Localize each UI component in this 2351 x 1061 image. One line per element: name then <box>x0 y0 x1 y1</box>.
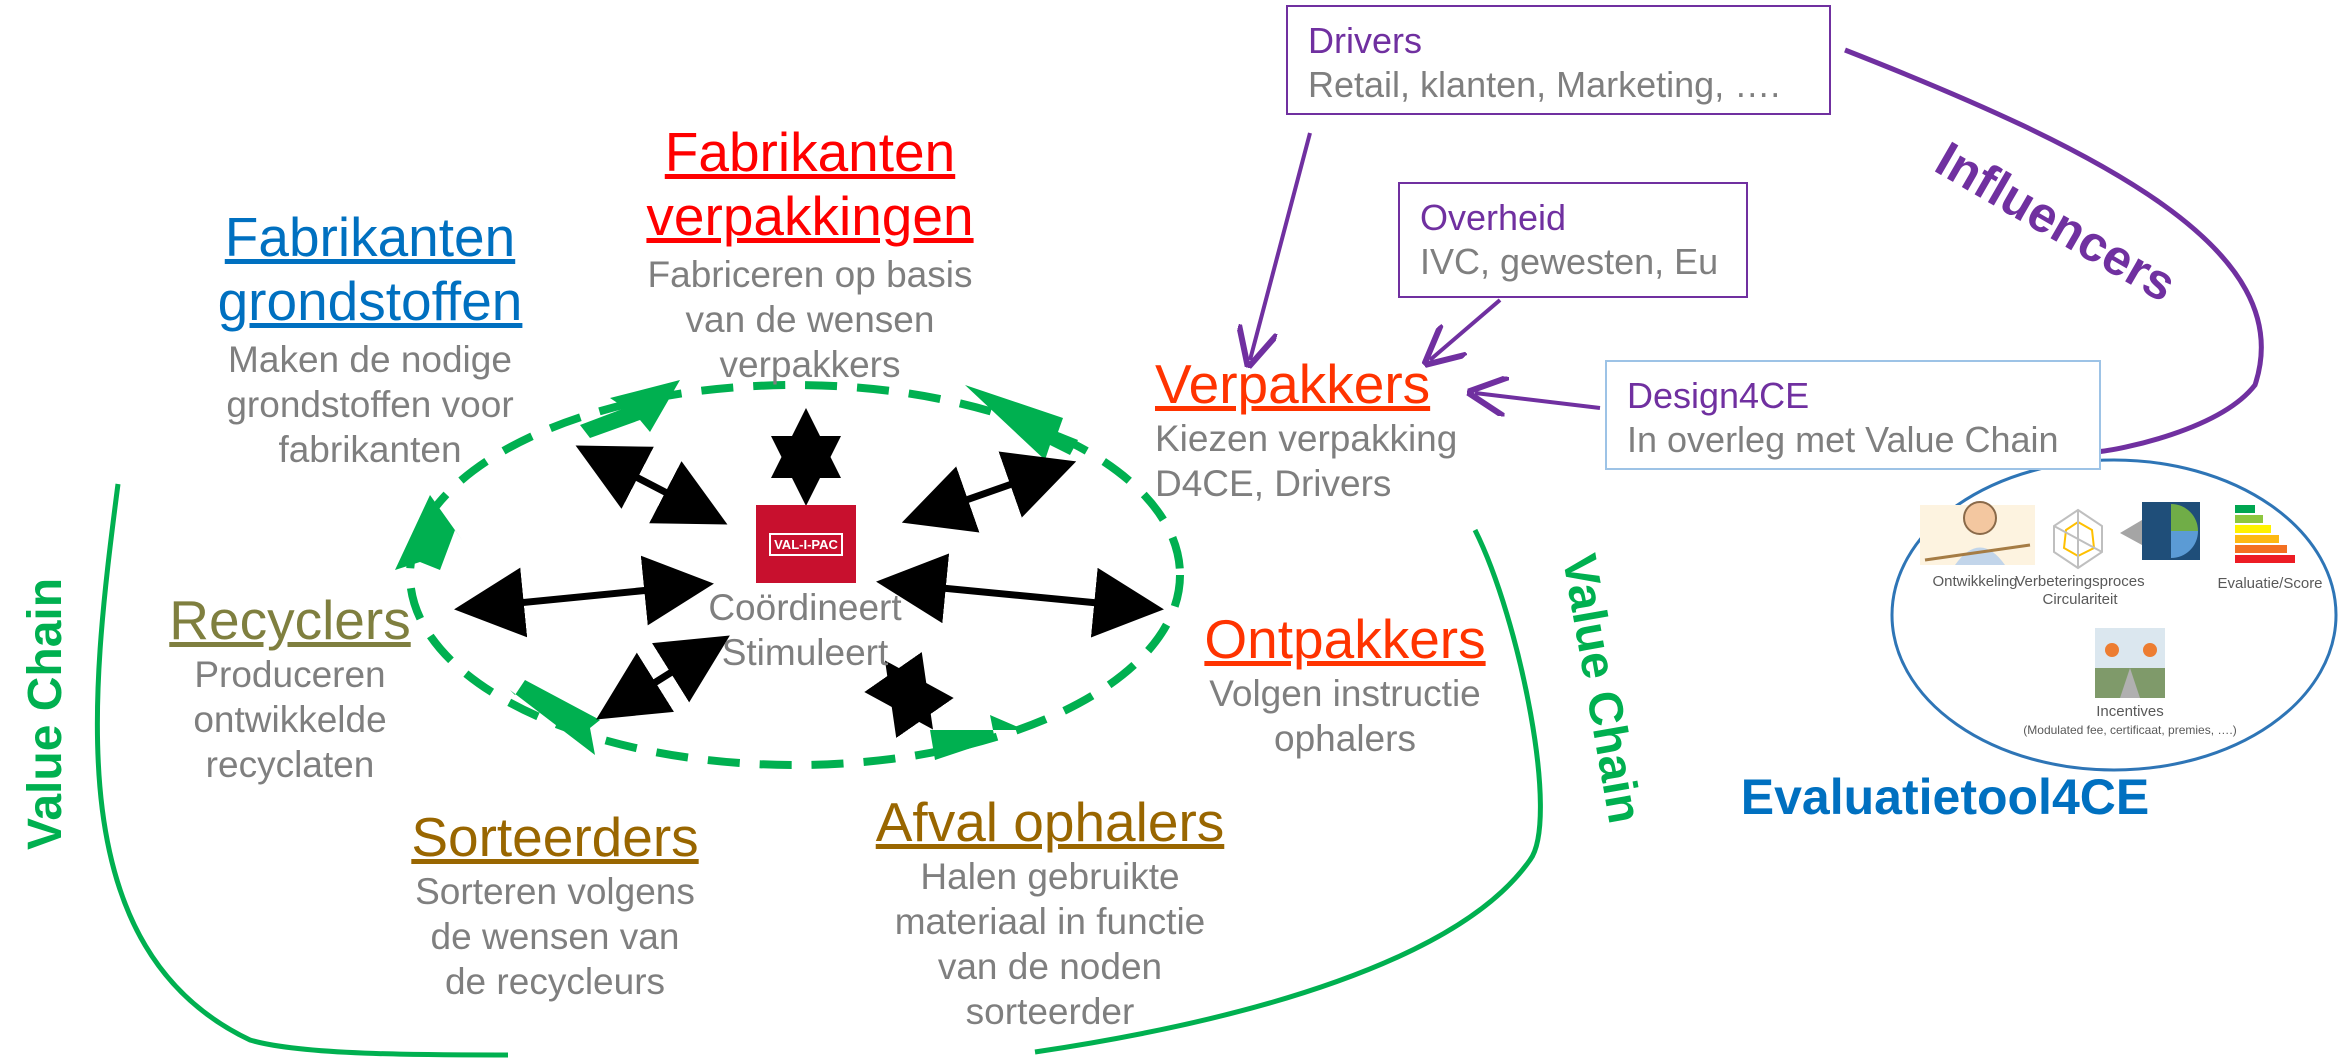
box-design4ce: Design4CE In overleg met Value Chain <box>1605 360 2101 470</box>
node-desc: Kiezen verpakking D4CE, Drivers <box>1155 418 1458 504</box>
arrow-center-bottomleft <box>596 635 730 720</box>
node-title: Fabrikanten verpakkingen <box>646 121 974 247</box>
value-chain-left-label: Value Chain <box>19 577 72 850</box>
arrow-center-topright <box>901 451 1077 533</box>
node-afval-ophalers: Afval ophalers Halen gebruikte materiaal… <box>870 790 1230 1034</box>
box-overheid: Overheid IVC, gewesten, Eu <box>1398 182 1748 298</box>
valipac-logo: VAL-I-PAC <box>756 505 856 583</box>
node-desc: Halen gebruikte materiaal in functie van… <box>894 856 1206 1032</box>
cycle-arrow-bottom-right <box>930 715 1025 760</box>
node-verpakkers: Verpakkers Kiezen verpakking D4CE, Drive… <box>1155 352 1485 506</box>
box-desc: IVC, gewesten, Eu <box>1420 241 1719 282</box>
evaluatietool-title: Evaluatietool4CE <box>1740 769 2150 825</box>
node-ontpakkers: Ontpakkers Volgen instructie ophalers <box>1195 607 1495 761</box>
evaluatie-score-icon <box>2235 505 2295 563</box>
incentives-sub-label: (Modulated fee, certificaat, premies, ….… <box>2023 723 2237 737</box>
incentives-icon <box>2095 628 2165 698</box>
verbeteringsproces-label: Verbeteringsproces Circulariteit <box>2015 573 2145 608</box>
cycle-arrow-top-right <box>965 385 1078 460</box>
node-title: Verpakkers <box>1155 353 1431 415</box>
cycle-arrow-left <box>395 495 462 570</box>
center-line-1: Coördineert <box>708 587 902 628</box>
box-desc: In overleg met Value Chain <box>1627 419 2059 460</box>
ontwikkeling-icon <box>1920 501 2035 565</box>
node-title: Recyclers <box>169 589 411 651</box>
arrow-overheid-verpakkers <box>1430 298 1502 360</box>
value-chain-bracket <box>94 483 1543 1058</box>
node-title: Ontpakkers <box>1204 608 1486 670</box>
arrow-center-bottomright <box>864 652 954 738</box>
cycle-arrow-top-left <box>580 380 680 438</box>
node-title: Sorteerders <box>411 806 699 868</box>
influencers-curve <box>1844 47 2264 455</box>
arrow-center-left <box>454 555 714 638</box>
arrow-center-right <box>876 553 1164 638</box>
center-text: Coördineert Stimuleert <box>680 585 930 675</box>
incentives-label: Incentives <box>2096 703 2164 720</box>
box-drivers: Drivers Retail, klanten, Marketing, …. <box>1286 5 1831 115</box>
verbeteringsproces-icon <box>2053 508 2103 570</box>
node-sorteerders: Sorteerders Sorteren volgens de wensen v… <box>395 805 715 1004</box>
node-fabrikanten-grondstoffen: Fabrikanten grondstoffen Maken de nodige… <box>200 205 540 472</box>
ontwikkeling-label: Ontwikkeling <box>1932 573 2018 590</box>
valipac-logo-text: VAL-I-PAC <box>769 532 843 556</box>
node-desc: Fabriceren op basis van de wensen verpak… <box>647 254 973 385</box>
value-chain-cycle <box>406 381 1184 769</box>
center-line-2: Stimuleert <box>721 632 889 673</box>
node-title: Fabrikanten grondstoffen <box>217 206 523 332</box>
box-title: Overheid <box>1420 197 1567 238</box>
cycle-arrow-bottom-left <box>510 680 600 755</box>
box-title: Drivers <box>1308 20 1422 61</box>
node-recyclers: Recyclers Produceren ontwikkelde recycla… <box>160 588 420 787</box>
node-title: Afval ophalers <box>875 791 1225 853</box>
node-desc: Volgen instructie ophalers <box>1209 673 1481 759</box>
node-desc: Sorteren volgens de wensen van de recycl… <box>415 871 695 1002</box>
process-pie-icon <box>2120 502 2200 560</box>
arrow-design4ce-verpakkers <box>1475 393 1601 408</box>
arrow-drivers-verpakkers <box>1250 132 1312 360</box>
evaluatie-score-label: Evaluatie/Score <box>2217 575 2323 592</box>
node-desc: Maken de nodige grondstoffen voor fabrik… <box>226 339 514 470</box>
box-desc: Retail, klanten, Marketing, …. <box>1308 64 1781 105</box>
box-title: Design4CE <box>1627 375 1810 416</box>
arrow-center-topleft <box>575 445 728 525</box>
node-desc: Produceren ontwikkelde recyclaten <box>193 654 387 785</box>
node-fabrikanten-verpakkingen: Fabrikanten verpakkingen Fabriceren op b… <box>620 120 1000 387</box>
